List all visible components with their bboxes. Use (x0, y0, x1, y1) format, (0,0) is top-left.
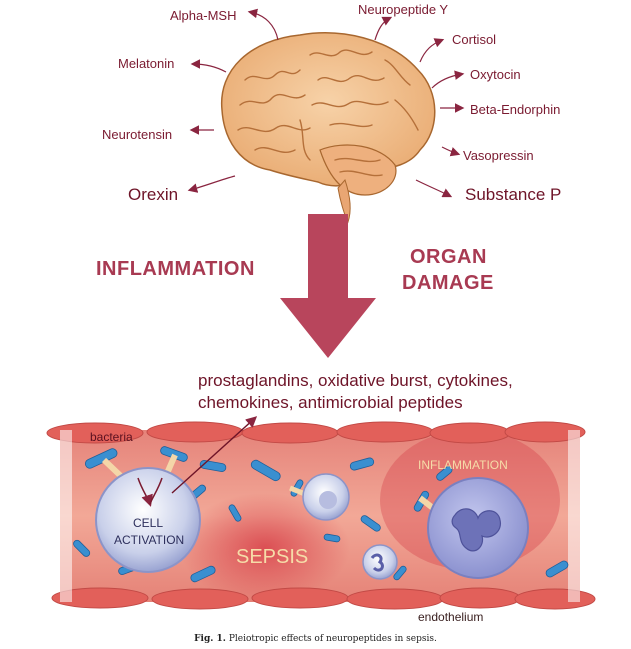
label-cell-activation-line2: ACTIVATION (114, 533, 185, 547)
arrow-neuropeptide-y (374, 16, 393, 41)
arrow-melatonin (190, 59, 227, 73)
big-down-arrow (280, 214, 376, 358)
label-beta-endorphin: Beta-Endorphin (470, 102, 561, 117)
label-orexin: Orexin (128, 185, 179, 204)
endothelium-bottom (51, 587, 596, 610)
arrow-cortisol (419, 38, 445, 63)
label-vessel-inflammation: INFLAMMATION (418, 458, 508, 472)
arrow-oxytocin (431, 70, 465, 89)
arrow-vasopressin (441, 146, 461, 157)
brain-illustration (220, 32, 436, 224)
label-substance-p: Substance P (465, 185, 562, 204)
mediators-line1: prostaglandins, oxidative burst, cytokin… (198, 371, 513, 390)
label-oxytocin: Oxytocin (470, 67, 521, 82)
arrow-substance-p (415, 179, 453, 198)
label-cell-activation-line1: CELL (133, 516, 164, 530)
effect-organ-damage-line2: DAMAGE (402, 272, 494, 294)
effect-organ-damage-line1: ORGAN (410, 246, 487, 268)
arrow-orexin (187, 175, 236, 193)
label-vasopressin: Vasopressin (463, 148, 534, 163)
figure-caption: Fig. 1. Pleiotropic effects of neuropept… (0, 634, 631, 644)
neutrophil-cell (418, 477, 529, 579)
caption-label: Fig. 1. (194, 634, 226, 644)
label-sepsis: SEPSIS (236, 546, 309, 568)
mediators-text: prostaglandins, oxidative burst, cytokin… (198, 370, 618, 414)
white-cells (289, 473, 398, 580)
label-bacteria: bacteria (90, 430, 133, 444)
label-alpha-msh: Alpha-MSH (170, 8, 237, 23)
label-endothelium: endothelium (418, 610, 484, 624)
mediators-line2: chemokines, antimicrobial peptides (198, 393, 463, 412)
label-cortisol: Cortisol (452, 32, 497, 47)
caption-text: Pleiotropic effects of neuropeptides in … (228, 634, 437, 644)
label-neurotensin: Neurotensin (102, 127, 173, 142)
activated-cell (95, 416, 258, 573)
label-melatonin: Melatonin (118, 56, 175, 71)
arrow-alpha-msh (247, 8, 279, 41)
effect-inflammation: INFLAMMATION (96, 258, 255, 280)
endothelium-top (46, 421, 586, 444)
label-neuropeptide-y: Neuropeptide Y (358, 2, 449, 17)
